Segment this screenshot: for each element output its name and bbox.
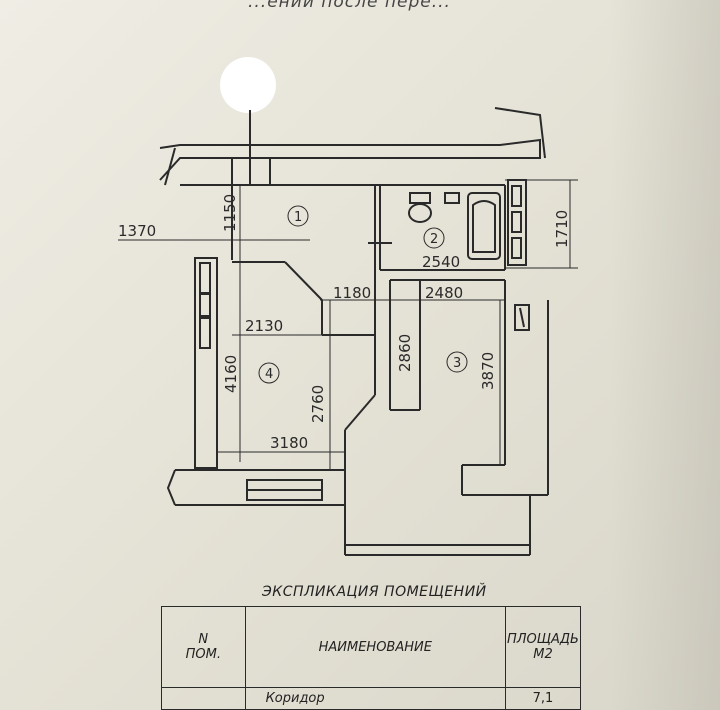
table-row: Коридор 7,1 <box>161 687 581 710</box>
room-number-2: 2 <box>430 232 438 247</box>
explication-table: N ПОМ. НАИМЕНОВАНИЕ ПЛОЩАДЬ М2 Коридор 7… <box>161 606 581 710</box>
redaction-circle <box>220 57 276 113</box>
dim-1150: 1150 <box>221 194 239 232</box>
dim-1370: 1370 <box>118 222 156 240</box>
room-number-3: 3 <box>453 356 461 371</box>
dim-2760: 2760 <box>309 385 327 423</box>
dim-2480: 2480 <box>425 284 463 302</box>
explication-title: ЭКСПЛИКАЦИЯ ПОМЕЩЕНИЙ <box>262 584 487 600</box>
page-shadow <box>610 0 720 710</box>
dim-3180: 3180 <box>270 434 308 452</box>
dim-3870: 3870 <box>479 352 497 390</box>
top-caption: ...ений после пере... <box>248 0 451 12</box>
row-name: Коридор <box>244 687 507 710</box>
header-name: НАИМЕНОВАНИЕ <box>244 606 507 688</box>
header-number: N ПОМ. <box>161 606 246 688</box>
dim-2130: 2130 <box>245 317 283 335</box>
dim-2860: 2860 <box>396 334 414 372</box>
dim-1180: 1180 <box>333 284 371 302</box>
row-area: 7,1 <box>505 687 581 710</box>
room-number-1: 1 <box>294 210 302 225</box>
floor-plan: 1370 1150 1710 2540 1180 2480 2130 2860 … <box>118 57 578 556</box>
dim-2540: 2540 <box>422 253 460 271</box>
room-number-4: 4 <box>265 367 273 382</box>
row-number <box>161 687 246 710</box>
dim-1710: 1710 <box>553 210 571 248</box>
dim-4160: 4160 <box>222 355 240 393</box>
header-area: ПЛОЩАДЬ М2 <box>505 606 581 688</box>
